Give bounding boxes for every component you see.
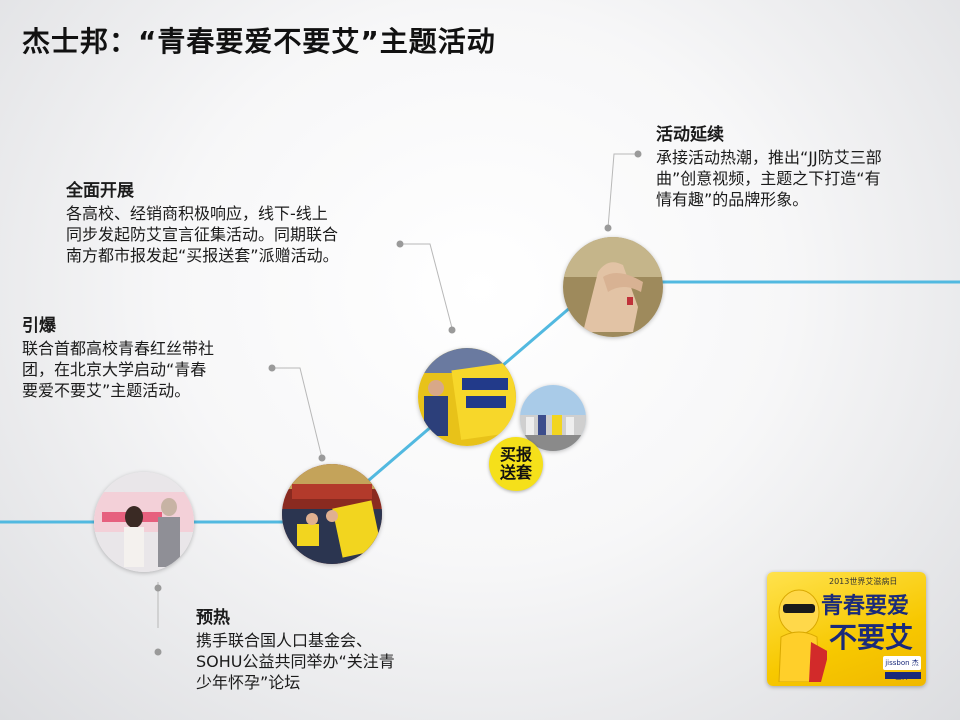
mascot-icon	[778, 589, 827, 682]
promo-date-text: 2013世界艾滋病日	[829, 577, 898, 586]
campaign-poster: 2013世界艾滋病日 青春要爱 不要艾 jissbon 杰士邦	[767, 572, 926, 686]
promo-slogan-1: 青春要爱	[821, 594, 910, 619]
connector-dot	[604, 224, 612, 232]
milestone-heading: 预热	[196, 608, 230, 628]
milestone-heading: 全面开展	[66, 181, 134, 201]
milestone-text-line: 曲”创意视频，主题之下打造“有	[656, 169, 881, 188]
milestone-text-line: 情有趣”的品牌形象。	[656, 190, 809, 209]
connector-dot	[318, 454, 326, 462]
milestone-text-line: 少年怀孕”论坛	[196, 673, 301, 692]
milestone-text-line: 承接活动热潮，推出“JJ防艾三部	[656, 148, 882, 167]
milestone-ignite: 引爆 联合首都高校青春红丝带社 团，在北京大学启动“青春 要爱不要艾”主题活动。	[22, 316, 262, 401]
milestone-text-line: 携手联合国人口基金会、	[196, 631, 373, 650]
connector-ignite	[272, 367, 323, 459]
badge-line2: 送套	[499, 463, 532, 482]
connector-dot	[634, 150, 642, 158]
milestone-text-line: 要爱不要艾”主题活动。	[22, 381, 191, 400]
connector-continue	[607, 153, 638, 229]
photo-launch	[282, 464, 382, 564]
photo-campus-event	[418, 348, 516, 446]
badge-line1: 买报	[499, 445, 532, 464]
connector-dot	[154, 584, 162, 592]
photo-forum	[94, 472, 194, 572]
milestone-heading: 引爆	[22, 316, 56, 336]
photo-video-hands	[563, 237, 663, 337]
connector-dot	[396, 240, 404, 248]
milestone-rollout: 全面开展 各高校、经销商积极响应，线下-线上 同步发起防艾宣言征集活动。同期联合…	[66, 181, 406, 266]
promo-slogan-2: 不要艾	[829, 621, 914, 654]
buy-paper-badge: 买报 送套	[489, 437, 543, 491]
milestone-text-line: 南方都市报发起“买报送套”派赠活动。	[66, 246, 339, 265]
page-title: 杰士邦：“青春要爱不要艾”主题活动	[22, 25, 496, 58]
promo-footer-bar	[885, 672, 921, 679]
brand-logo: jissbon 杰士邦	[883, 656, 921, 681]
milestone-heading: 活动延续	[656, 125, 724, 145]
connector-dot	[448, 326, 456, 334]
milestone-text-line: 各高校、经销商积极响应，线下-线上	[66, 204, 328, 223]
milestone-text-line: SOHU公益共同举办“关注青	[196, 652, 395, 671]
milestone-text-line: 同步发起防艾宣言征集活动。同期联合	[66, 225, 339, 244]
connector-dot	[268, 364, 276, 372]
milestone-continue: 活动延续 承接活动热潮，推出“JJ防艾三部 曲”创意视频，主题之下打造“有 情有…	[656, 125, 946, 210]
connector-dot	[154, 648, 162, 656]
connector-rollout	[400, 243, 453, 329]
milestone-text-line: 联合首都高校青春红丝带社	[22, 339, 215, 358]
milestone-warmup: 预热 携手联合国人口基金会、 SOHU公益共同举办“关注青 少年怀孕”论坛	[196, 608, 456, 693]
milestone-text-line: 团，在北京大学启动“青春	[22, 360, 207, 379]
